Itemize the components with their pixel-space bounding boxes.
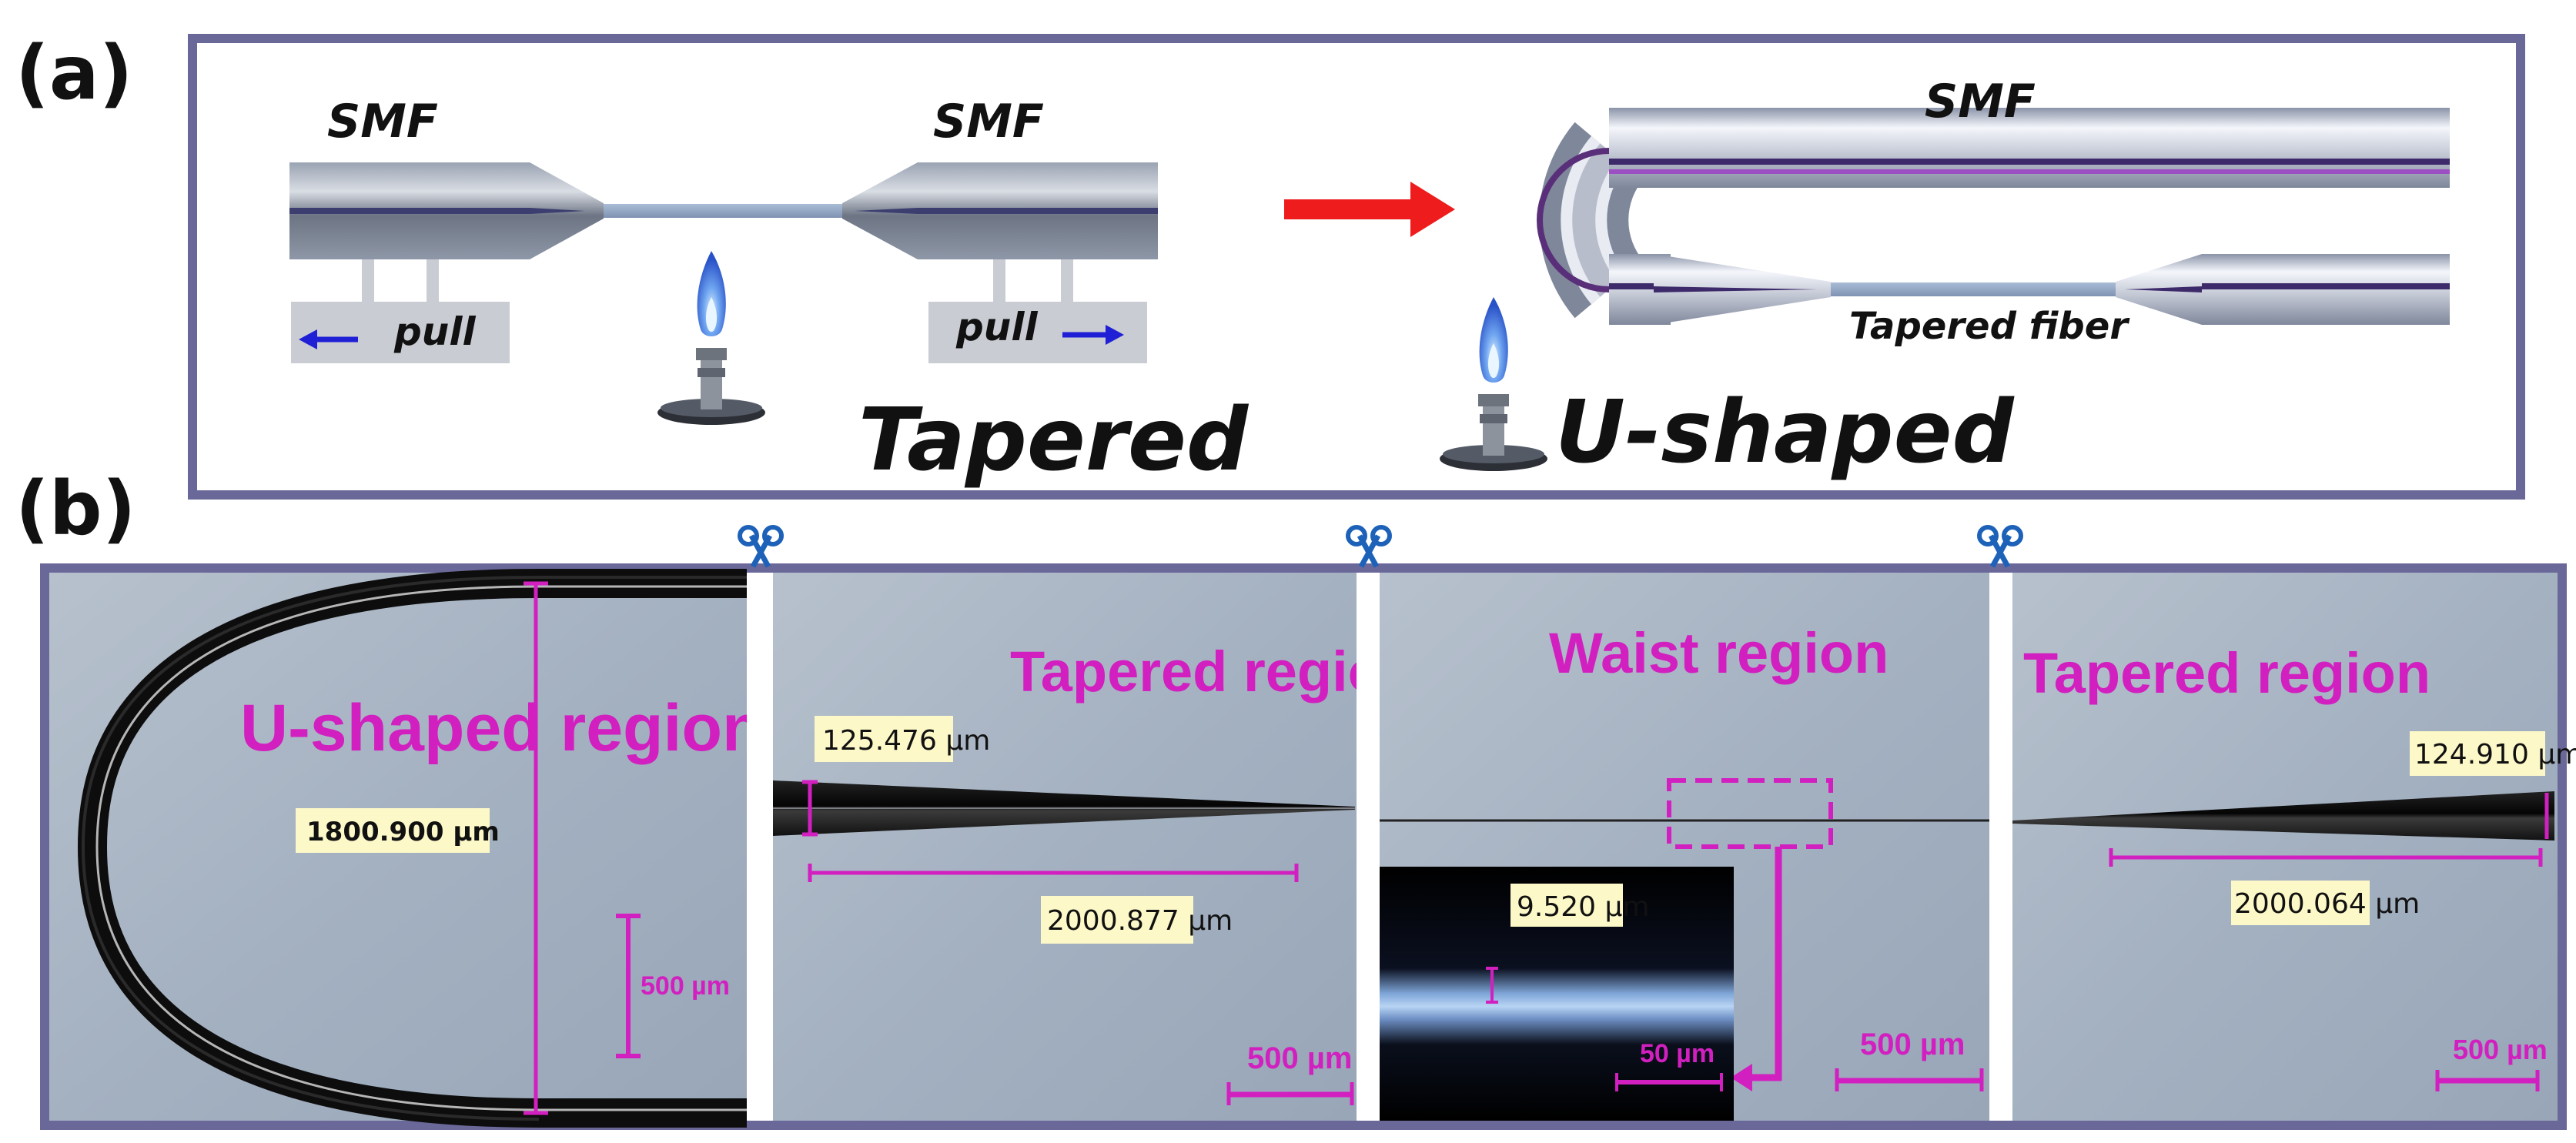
- pull-right-label: pull: [955, 305, 1039, 349]
- tapered-right-scale-bar: [2435, 1070, 2540, 1091]
- tapered-left-scale: 500 µm: [1247, 1041, 1352, 1075]
- divider: [747, 573, 773, 1121]
- tapered-left-length: 2000.877 µm: [1047, 905, 1233, 937]
- tapered-right-length-box: [2231, 881, 2370, 925]
- tapered-right-scale: 500 µm: [2453, 1034, 2548, 1065]
- waist-inset-diameter: 9.520 µm: [1517, 891, 1649, 923]
- waist-scale: 500 µm: [1860, 1028, 1965, 1061]
- tapered-fiber-label: Tapered fiber: [1849, 305, 2130, 348]
- tapered-right-diameter-box: [2410, 731, 2545, 776]
- scissors-icon: [1348, 527, 1390, 566]
- smf-u-label: SMF: [1925, 75, 2036, 129]
- tapered-title: Tapered: [858, 390, 1250, 490]
- scissors-icon: [1979, 527, 2021, 566]
- divider: [1989, 573, 2012, 1121]
- left-fiber-holder: [289, 162, 604, 363]
- tapered-left-length-box: [1041, 896, 1193, 944]
- tapered-left-diameter-marker: [802, 780, 818, 837]
- waist-inset-scale: 50 µm: [1640, 1039, 1715, 1068]
- waist-scale-bar: [1835, 1068, 1984, 1091]
- u-region-title: U-shaped region: [240, 691, 763, 765]
- tapered-left-micrograph: [773, 573, 1357, 1121]
- waist-zoom-box: [1667, 778, 1833, 849]
- scissors-icon: [740, 527, 781, 566]
- smf-left-label: SMF: [327, 95, 438, 149]
- tapered-right-length: 2000.064 µm: [2234, 888, 2420, 920]
- tapered-left-length-line: [808, 864, 1299, 882]
- flame-burner-icon: [1440, 297, 1547, 471]
- u-region-scale-bar: [616, 914, 641, 1058]
- tapered-right-length-line: [2109, 848, 2543, 867]
- tapered-right-diameter: 124.910 µm: [2414, 739, 2576, 770]
- u-region-measure: 1800.900 µm: [306, 817, 500, 847]
- u-shaped-title: U-shaped: [1555, 383, 2016, 483]
- tapered-left-diameter: 125.476 µm: [822, 725, 990, 757]
- tapered-left-title: Tapered region: [1010, 640, 1417, 704]
- flame-burner-icon: [657, 251, 765, 425]
- tapered-left-diameter-box: [815, 716, 953, 762]
- waist-inset-diameter-box: [1510, 884, 1623, 927]
- u-region-measure-line: [524, 581, 548, 1115]
- blue-left-arrow-icon: [299, 329, 358, 349]
- divider: [1357, 573, 1380, 1121]
- pull-left-label: pull: [393, 309, 477, 354]
- smf-right-label: SMF: [933, 95, 1044, 149]
- red-right-arrow-icon: [1284, 182, 1455, 237]
- waist-zoom-arrow: [1731, 847, 1782, 1091]
- blue-right-arrow-icon: [1062, 325, 1124, 345]
- u-region-scale: 500 µm: [641, 971, 730, 1001]
- tapered-left-scale-bar: [1226, 1082, 1354, 1105]
- tapered-right-micrograph: [2012, 573, 2558, 1121]
- panel-b-frame: [40, 563, 2567, 1130]
- waist-title: Waist region: [1549, 621, 1889, 685]
- panel-a-frame: [188, 34, 2525, 500]
- panel-a-label: (a): [15, 30, 133, 116]
- waist-inset-scale-bar: [1615, 1073, 1723, 1091]
- waist-inset-diameter-marker: [1486, 967, 1498, 1004]
- u-shaped-fiber: [1537, 108, 2450, 325]
- u-region-measure-box: [296, 808, 490, 853]
- tapered-waist-fiber: [604, 204, 842, 218]
- panel-b-label: (b): [15, 466, 135, 552]
- tapered-right-title: Tapered region: [2023, 641, 2430, 705]
